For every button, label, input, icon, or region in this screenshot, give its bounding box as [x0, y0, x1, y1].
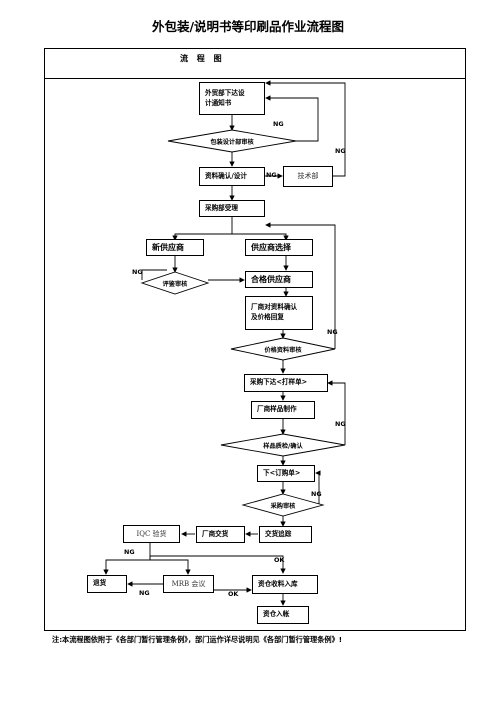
arrow-n14-n16 — [150, 559, 191, 575]
diamond-d1-label: 包装设计部审核 — [210, 139, 254, 146]
node-qualified-supplier: 合格供应商 — [245, 271, 313, 288]
node-foreign-trade-notice-line2: 计通知书 — [205, 98, 232, 107]
ng-tag: NG — [311, 490, 322, 498]
ng-tag: NG — [132, 268, 143, 276]
node-purchase-order: 下<订购单> — [257, 465, 315, 482]
diamond-d2-label: 评鉴审核 — [162, 281, 188, 288]
node-tech-dept: 技术部 — [283, 166, 333, 187]
loop-d5-n11 — [315, 470, 321, 505]
loop-d4-n9 — [327, 380, 346, 445]
node-new-supplier: 新供应商 — [146, 239, 204, 256]
arrow-n14-n17 — [149, 555, 286, 574]
diamond-d3 — [230, 337, 336, 361]
node-iqc-inspection: IQC 验货 — [123, 525, 180, 543]
loop-n3-n1 — [265, 80, 346, 177]
arrow-n14-n15 — [103, 542, 151, 575]
node-vendor-sample: 厂商样品制作 — [251, 401, 315, 419]
footnote: 注:本流程图依附于《各部门暂行管理条例》，部门运作详尽说明见《各部门暂行管理条例… — [52, 635, 343, 644]
diamond-d2 — [140, 271, 210, 295]
node-warehouse-receive: 资仓收料入库 — [252, 575, 318, 594]
loop-d1-n1 — [265, 95, 319, 142]
ng-tag: NG — [124, 548, 135, 556]
node-purchase-accept: 采购部受理 — [199, 200, 265, 217]
node-return-goods: 退货 — [87, 575, 127, 593]
diamond-d4-label: 样品质检/确认 — [263, 443, 303, 450]
diamond-d1 — [167, 129, 297, 153]
ng-tag: NG — [266, 171, 277, 179]
ng-tag: NG — [273, 120, 284, 128]
node-warehouse-account: 资仓入帐 — [257, 606, 309, 624]
diamond-d5-label: 采购审核 — [270, 503, 296, 510]
ng-tag: NG — [335, 147, 346, 155]
loop-d3-n4 — [265, 222, 336, 349]
flowchart-header: 流 程 图 — [180, 54, 225, 63]
node-vendor-confirm-price: 厂商对资料确认 及价格回复 — [245, 296, 313, 330]
diamond-d3-label: 价格资料审核 — [264, 347, 302, 354]
loop-d2-n5 — [141, 269, 167, 280]
header-row — [44, 48, 466, 79]
page-title: 外包装/说明书等印刷品作业流程图 — [151, 19, 345, 34]
node-sample-order: 采购下达<打样单> — [244, 374, 328, 392]
arrow-n4-n6 — [232, 233, 289, 241]
ng-tag: NG — [327, 328, 338, 336]
arrow-n4-n5 — [172, 217, 233, 241]
flowchart-frame — [44, 48, 466, 631]
node-foreign-trade-notice: 外贸部下达设 计通知书 — [199, 82, 265, 115]
node-vendor-delivery: 厂商交货 — [196, 526, 245, 543]
node-vendor-confirm-price-line1: 厂商对资料确认 — [251, 303, 298, 312]
node-vendor-confirm-price-line2: 及价格回复 — [251, 313, 284, 321]
ng-tag: NG — [139, 589, 150, 597]
node-delivery-tracking: 交货追踪 — [259, 526, 312, 543]
diamond-d4 — [220, 433, 346, 457]
node-data-confirm-design: 资料确认/设计 — [199, 167, 265, 186]
node-supplier-select: 供应商选择 — [245, 239, 313, 256]
ok-tag: OK — [228, 590, 239, 598]
ok-tag: OK — [274, 556, 285, 564]
node-foreign-trade-notice-line1: 外贸部下达设 — [205, 88, 245, 97]
ng-tag: NG — [335, 420, 346, 428]
diamond-d5 — [241, 493, 325, 517]
node-mrb-meeting: MRB 会议 — [163, 575, 214, 593]
